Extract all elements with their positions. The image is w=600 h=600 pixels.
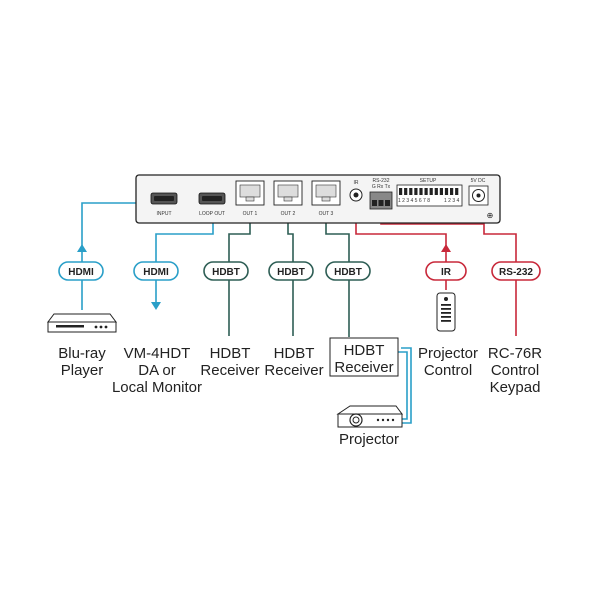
remote-control-icon xyxy=(436,292,456,332)
out2-port-label: OUT 2 xyxy=(281,211,296,217)
out3-port[interactable]: OUT 3 xyxy=(311,180,341,217)
caption-hdbt-rx1-line2: Receiver xyxy=(200,362,259,379)
dip-switch[interactable] xyxy=(450,188,454,195)
dip-numbers-a: 1 2 3 4 5 6 7 8 xyxy=(398,198,430,204)
caption-bluray: Blu-ray Player xyxy=(58,345,106,379)
pill-ir: IR xyxy=(425,261,467,281)
input-port-label: INPUT xyxy=(157,211,172,217)
dip-switch[interactable] xyxy=(399,188,403,195)
caption-vm4hdt: VM-4HDT DA or Local Monitor xyxy=(112,345,202,396)
arrows xyxy=(77,244,451,310)
pill-rs232-label: RS-232 xyxy=(499,267,533,278)
pill-hdbt-1-label: HDBT xyxy=(212,267,240,278)
dip-switch[interactable] xyxy=(429,188,433,195)
pill-hdmi-input: HDMI xyxy=(58,261,104,281)
caption-rc76r-line3: Keypad xyxy=(490,379,541,396)
setup-label: SETUP xyxy=(420,178,437,184)
power-input[interactable]: 5V DC ⊕ xyxy=(468,178,494,220)
pill-hdmi-loop: HDMI xyxy=(133,261,179,281)
caption-projector-control-line2: Control xyxy=(424,362,472,379)
dip-switch[interactable] xyxy=(409,188,413,195)
arrow-down-hdmi-loop xyxy=(151,302,161,310)
setup-dip-switches[interactable]: SETUP 1 2 3 4 5 6 7 8 1 2 3 4 xyxy=(396,178,463,207)
caption-bluray-line1: Blu-ray xyxy=(58,345,106,362)
caption-projector-control: Projector Control xyxy=(418,345,478,379)
dip-switch-array xyxy=(399,188,459,195)
receiver-projector-cable-outer xyxy=(401,347,412,424)
dip-switch[interactable] xyxy=(455,188,459,195)
out1-port-label: OUT 1 xyxy=(243,211,258,217)
arrow-up-hdmi-input xyxy=(77,244,87,252)
caption-hdbt-rx1-line1: HDBT xyxy=(210,345,251,362)
caption-hdbt-rx2-line2: Receiver xyxy=(264,362,323,379)
bluray-player-icon xyxy=(47,313,117,333)
power-label: 5V DC xyxy=(471,178,486,184)
rs232-pin-label: G Rx Tx xyxy=(372,184,391,190)
caption-bluray-line2: Player xyxy=(61,362,104,379)
pill-ir-label: IR xyxy=(441,267,452,278)
dip-switch[interactable] xyxy=(414,188,418,195)
caption-projector-control-line1: Projector xyxy=(418,345,478,362)
dip-switch[interactable] xyxy=(434,188,438,195)
pill-hdmi-input-label: HDMI xyxy=(68,267,94,278)
pill-hdbt-1: HDBT xyxy=(203,261,249,281)
ir-jack[interactable]: IR xyxy=(349,180,363,202)
rs232-port-label: RS-232 xyxy=(373,178,390,184)
dip-switch[interactable] xyxy=(444,188,449,195)
caption-vm4hdt-line2: DA or xyxy=(138,362,176,379)
caption-vm4hdt-line3: Local Monitor xyxy=(112,379,202,396)
hdmi-input-port[interactable]: INPUT xyxy=(150,192,178,217)
pill-rs232: RS-232 xyxy=(491,261,541,281)
caption-rc76r-line1: RC-76R xyxy=(488,345,542,362)
pill-hdbt-2: HDBT xyxy=(268,261,314,281)
out2-port[interactable]: OUT 2 xyxy=(273,180,303,217)
dip-numbers-b: 1 2 3 4 xyxy=(444,198,460,204)
projector-icon xyxy=(336,405,403,428)
caption-hdbt-rx3-line2: Receiver xyxy=(334,359,393,376)
caption-projector: Projector xyxy=(339,431,399,448)
arrow-up-ir xyxy=(441,244,451,252)
ir-port-label: IR xyxy=(354,180,359,186)
out1-port[interactable]: OUT 1 xyxy=(235,180,265,217)
pill-hdbt-3-label: HDBT xyxy=(334,267,362,278)
caption-hdbt-rx1: HDBT Receiver xyxy=(200,345,259,379)
receiver-projector-cable xyxy=(398,351,408,420)
dip-switch[interactable] xyxy=(439,188,443,195)
pill-hdbt-3: HDBT xyxy=(325,261,371,281)
dip-switch[interactable] xyxy=(424,188,428,195)
hdmi-loop-out-port[interactable]: LOOP OUT xyxy=(198,192,226,217)
rs232-terminal[interactable]: RS-232 G Rx Tx xyxy=(369,178,393,210)
caption-rc76r: RC-76R Control Keypad xyxy=(488,345,542,396)
caption-hdbt-rx2-line1: HDBT xyxy=(274,345,315,362)
dip-switch[interactable] xyxy=(404,188,408,195)
caption-hdbt-rx3: HDBT Receiver xyxy=(334,342,393,376)
pill-hdbt-2-label: HDBT xyxy=(277,267,305,278)
caption-rc76r-line2: Control xyxy=(491,362,539,379)
caption-hdbt-rx3-line1: HDBT xyxy=(344,342,385,359)
out3-port-label: OUT 3 xyxy=(319,211,334,217)
pill-hdmi-loop-label: HDMI xyxy=(143,267,169,278)
loop-out-port-label: LOOP OUT xyxy=(199,211,225,217)
power-polarity-icon: ⊕ xyxy=(487,211,494,220)
dip-switch[interactable] xyxy=(419,188,423,195)
switcher-rear-panel: INPUT LOOP OUT OUT 1 OUT 2 OUT 3 xyxy=(135,174,501,224)
hdbt-receiver-3-box xyxy=(329,337,399,377)
caption-hdbt-rx2: HDBT Receiver xyxy=(264,345,323,379)
caption-projector-line1: Projector xyxy=(339,431,399,448)
caption-vm4hdt-line1: VM-4HDT xyxy=(124,345,191,362)
